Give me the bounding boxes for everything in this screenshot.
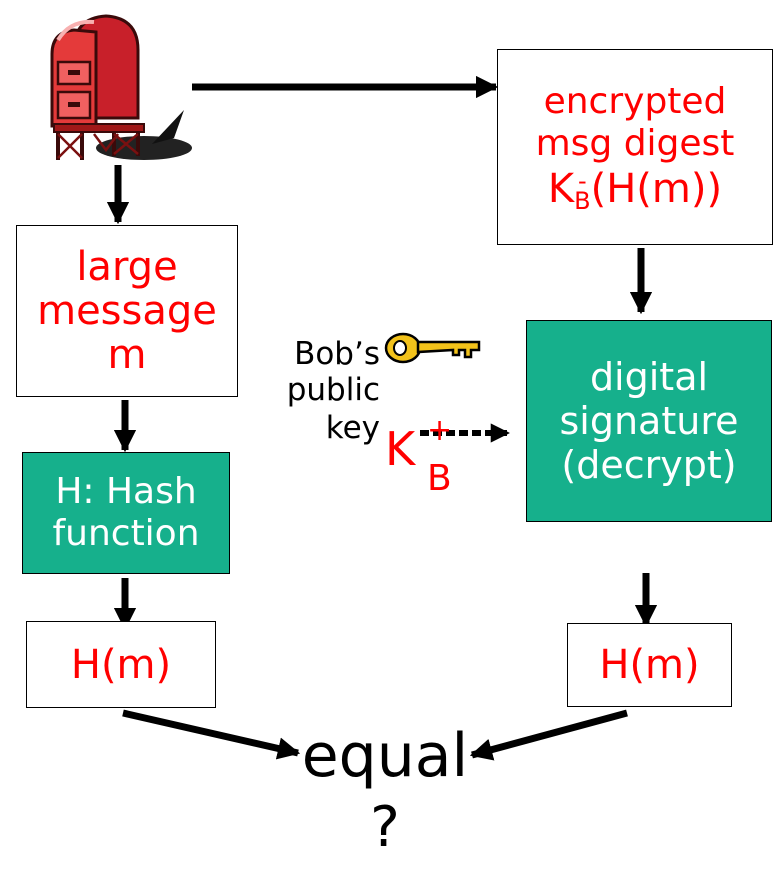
digital-signature-box: digital signature (decrypt) — [526, 320, 772, 522]
arrow-hm-left-to-equal — [122, 709, 301, 760]
arrow-hm-right-to-equal — [469, 709, 628, 761]
digital-signature-label-1: digital — [589, 355, 709, 399]
digital-signature-label-2: signature — [559, 399, 739, 443]
hash-result-right-box: H(m) — [567, 623, 732, 707]
mailbox-icon — [50, 14, 192, 160]
equal-label: equal — [301, 721, 469, 791]
key-label-line-2: public — [286, 372, 380, 408]
large-message-label-3: m — [107, 332, 147, 378]
hash-result-right-label: H(m) — [599, 642, 700, 688]
public-key-symbol: K + B — [385, 416, 485, 500]
hash-result-left-label: H(m) — [70, 641, 172, 688]
key-label-line-1: Bob’s — [294, 336, 380, 372]
digital-signature-label-3: (decrypt) — [561, 443, 737, 487]
hash-function-label-1: H: Hash — [55, 471, 197, 512]
public-key-sup: + — [427, 413, 453, 448]
large-message-box: large message m — [16, 225, 238, 397]
bobs-public-key-label: Bob’s public key — [268, 336, 380, 446]
key-icon — [384, 332, 481, 364]
encrypted-digest-label-1: encrypted — [543, 81, 727, 122]
question-mark: ? — [370, 795, 400, 860]
public-key-base: K — [385, 422, 416, 476]
encrypted-digest-box: encrypted msg digest K-B(H(m)) — [497, 49, 773, 245]
key-label-line-3: key — [325, 410, 380, 446]
equal-question: equal ? — [290, 718, 480, 862]
large-message-label-1: large — [76, 244, 178, 290]
large-message-label-2: message — [37, 288, 217, 334]
public-key-sub: B — [427, 458, 452, 499]
hash-function-box: H: Hash function — [22, 452, 230, 574]
hash-result-left-box: H(m) — [26, 621, 216, 708]
private-key-hash-formula: K-B(H(m)) — [547, 166, 723, 215]
encrypted-digest-label-2: msg digest — [535, 123, 735, 164]
hash-function-label-2: function — [52, 513, 200, 554]
